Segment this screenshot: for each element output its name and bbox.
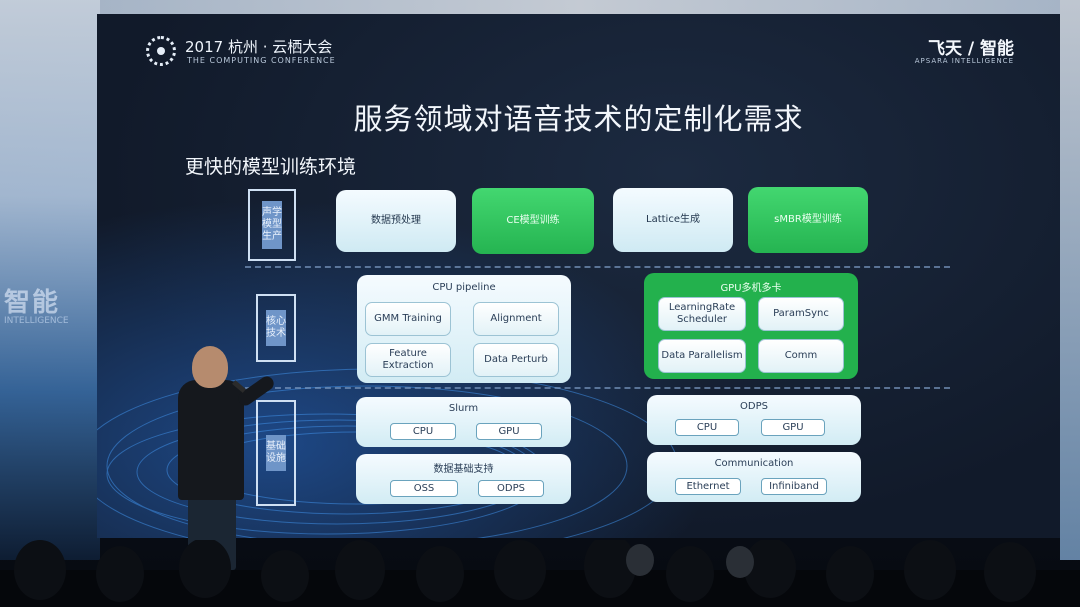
pipeline-item: Feature Extraction — [365, 343, 451, 377]
group-title: GPU多机多卡 — [720, 283, 782, 294]
communication-group: Communication Ethernet Infiniband — [647, 452, 861, 502]
brand-subtitle: APSARA INTELLIGENCE — [914, 57, 1014, 65]
production-step: Lattice生成 — [613, 188, 733, 252]
row-separator — [245, 387, 950, 389]
resource-chip: GPU — [761, 419, 825, 436]
production-step: CE模型训练 — [472, 188, 594, 254]
resource-chip: CPU — [675, 419, 739, 436]
storage-chip: ODPS — [478, 480, 544, 497]
left-sign-text: 智能 — [4, 288, 61, 318]
group-title: Slurm — [448, 403, 479, 414]
category-text: 基础设施 — [266, 435, 286, 471]
left-sign-subtext: INTELLIGENCE — [4, 316, 69, 326]
presenter-body — [178, 380, 244, 500]
top-light-strip — [100, 0, 1060, 14]
category-label: 核心技术 — [256, 294, 296, 362]
projected-slide: 2017 杭州 · 云栖大会 THE COMPUTING CONFERENCE … — [97, 14, 1060, 538]
resource-chip: GPU — [476, 423, 542, 440]
presenter-head — [192, 346, 228, 388]
slurm-group: Slurm CPU GPU — [356, 397, 571, 447]
data-support-group: 数据基础支持 OSS ODPS — [356, 454, 571, 504]
category-label: 基础设施 — [256, 400, 296, 506]
cpu-pipeline-group: CPU pipeline GMM Training Alignment Feat… — [357, 275, 571, 383]
row-separator — [245, 266, 950, 268]
odps-group: ODPS CPU GPU — [647, 395, 861, 445]
category-text: 声学模型生产 — [262, 201, 282, 249]
conference-logo-icon — [146, 36, 176, 66]
group-title: 数据基础支持 — [433, 464, 494, 475]
pipeline-item: GMM Training — [365, 302, 451, 336]
slide-title: 服务领域对语音技术的定制化需求 — [353, 102, 804, 136]
production-step: sMBR模型训练 — [748, 187, 868, 253]
group-title: CPU pipeline — [432, 282, 496, 293]
audience-silhouettes — [0, 540, 1080, 607]
pipeline-item: Alignment — [473, 302, 559, 336]
network-chip: Ethernet — [675, 478, 741, 495]
conference-subtitle: THE COMPUTING CONFERENCE — [187, 56, 336, 65]
slide-subtitle: 更快的模型训练环境 — [185, 156, 357, 178]
gpu-item: Data Parallelism — [658, 339, 746, 373]
production-step: 数据预处理 — [336, 190, 456, 252]
brand-name: 飞天 / 智能 — [927, 39, 1014, 59]
group-title: ODPS — [740, 401, 768, 412]
network-chip: Infiniband — [761, 478, 827, 495]
storage-chip: OSS — [390, 480, 458, 497]
category-label: 声学模型生产 — [248, 189, 296, 261]
right-led-panel — [1060, 0, 1080, 560]
left-led-panel — [0, 0, 100, 560]
resource-chip: CPU — [390, 423, 456, 440]
gpu-item: LearningRate Scheduler — [658, 297, 746, 331]
gpu-item: Comm — [758, 339, 844, 373]
pipeline-item: Data Perturb — [473, 343, 559, 377]
category-text: 核心技术 — [266, 310, 286, 346]
gpu-item: ParamSync — [758, 297, 844, 331]
conference-title: 2017 杭州 · 云栖大会 — [185, 38, 333, 56]
gpu-multi-group: GPU多机多卡 LearningRate Scheduler ParamSync… — [644, 273, 858, 379]
group-title: Communication — [714, 458, 794, 469]
